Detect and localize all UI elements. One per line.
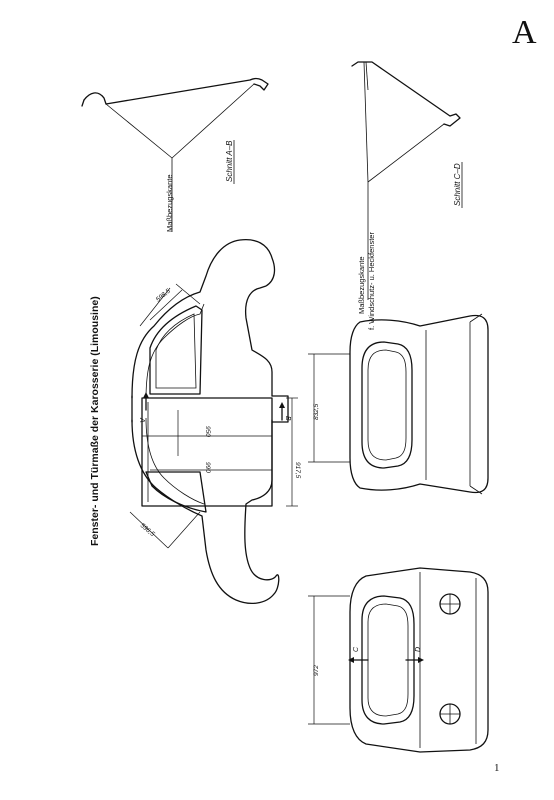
dim-front-window: 596,5 <box>139 522 156 538</box>
body-rear-view: 832,5 <box>308 313 489 495</box>
body-front-view: 972 C D <box>308 567 489 753</box>
marker-a: A <box>138 417 145 423</box>
section-ab-label: Schnitt A–B <box>225 140 234 182</box>
rear-window <box>361 341 413 469</box>
page-number: 1 <box>494 762 500 774</box>
marker-d: D <box>415 647 422 652</box>
section-cd-reference-label: Maßbezugskante <box>357 256 366 314</box>
drawing-title: Fenster- und Türmaße der Karosserie (Lim… <box>89 296 101 546</box>
section-ab-reference-label: Maßbezugskante <box>165 174 174 232</box>
rear-view-outline <box>349 314 489 494</box>
body-side-view <box>131 238 289 605</box>
section-cd-diagram: Maßbezugskante f. Windschutz- u. Heckfen… <box>351 61 463 330</box>
door-opening <box>141 397 273 507</box>
dim-rear-window-height: 832,5 <box>313 403 320 420</box>
marker-c: C <box>353 646 360 652</box>
side-view-dimensions: 598,5 950 990 917,5 596,5 A B <box>129 283 301 549</box>
dim-top-rear-window: 598,5 <box>155 287 172 303</box>
section-cd-profile <box>351 61 461 127</box>
front-view-outline <box>349 567 489 753</box>
rear-side-window <box>149 305 203 395</box>
front-side-window <box>145 471 207 513</box>
dim-door-height: 917,5 <box>294 462 301 479</box>
dim-door-inner: 950 <box>204 426 211 437</box>
section-cd-reference-note: f. Windschutz- u. Heckfenster <box>367 232 376 330</box>
section-letter: A <box>512 14 537 51</box>
dim-door-outer: 990 <box>204 462 211 473</box>
body-upper-outline <box>131 238 276 399</box>
section-cd-label: Schnitt C–D <box>453 163 462 206</box>
body-lower-outline <box>131 419 280 605</box>
windshield <box>361 595 415 725</box>
section-ab-profile <box>83 77 269 105</box>
marker-b: B <box>284 416 291 421</box>
section-ab-diagram: Maßbezugskante Schnitt A–B <box>81 77 269 232</box>
dim-windshield-height: 972 <box>313 665 320 676</box>
